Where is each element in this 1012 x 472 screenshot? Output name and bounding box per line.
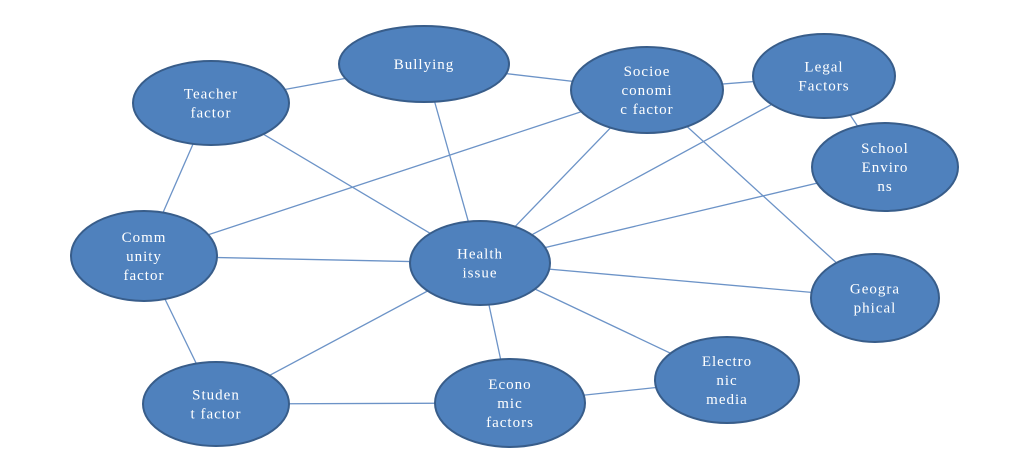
node-socio: Socioe conomi c factor	[570, 46, 724, 134]
node-label-economic: mic	[497, 396, 523, 412]
node-label-economic: factors	[486, 415, 534, 431]
edge-community-socio	[143, 89, 648, 257]
node-shape-socio	[570, 46, 724, 134]
node-label-legal: Legal	[804, 60, 843, 76]
node-label-bullying: Bullying	[394, 57, 455, 73]
node-label-health: Health	[457, 247, 503, 263]
node-economic: Econo mic factors	[434, 358, 586, 448]
node-label-health: issue	[463, 266, 498, 282]
node-label-community: factor	[124, 268, 165, 284]
node-label-school: Enviro	[862, 160, 909, 176]
node-community: Comm unity factor	[70, 210, 218, 302]
node-label-economic: Econo	[488, 377, 531, 393]
node-label-legal: Factors	[798, 79, 849, 95]
node-shape-economic	[434, 358, 586, 448]
node-label-electronic: Electro	[702, 354, 752, 370]
node-shape-health	[409, 220, 551, 306]
node-label-community: Comm	[122, 230, 167, 246]
node-label-student: t factor	[191, 407, 242, 423]
node-label-geo: phical	[854, 301, 897, 317]
node-health: Health issue	[409, 220, 551, 306]
edge-legal-health	[479, 75, 825, 264]
node-bullying: Bullying	[338, 25, 510, 103]
node-label-electronic: media	[706, 392, 748, 408]
node-teacher: Teacher factor	[132, 60, 290, 146]
node-label-teacher: factor	[191, 106, 232, 122]
node-label-school: School	[861, 141, 909, 157]
node-label-community: unity	[126, 249, 162, 265]
node-label-socio: conomi	[622, 83, 673, 99]
node-label-student: Studen	[192, 388, 240, 404]
node-label-socio: Socioe	[624, 64, 671, 80]
node-label-teacher: Teacher	[184, 87, 238, 103]
node-label-electronic: nic	[716, 373, 737, 389]
node-shape-legal	[752, 33, 896, 119]
node-shape-student	[142, 361, 290, 447]
node-shape-teacher	[132, 60, 290, 146]
node-label-socio: c factor	[620, 102, 673, 118]
node-shape-geo	[810, 253, 940, 343]
node-shape-electronic	[654, 336, 800, 424]
node-shape-school	[811, 122, 959, 212]
node-shape-community	[70, 210, 218, 302]
node-shape-bullying	[338, 25, 510, 103]
node-label-school: ns	[877, 179, 892, 195]
node-label-geo: Geogra	[850, 282, 900, 298]
node-electronic: Electro nic media	[654, 336, 800, 424]
node-student: Studen t factor	[142, 361, 290, 447]
node-geo: Geogra phical	[810, 253, 940, 343]
